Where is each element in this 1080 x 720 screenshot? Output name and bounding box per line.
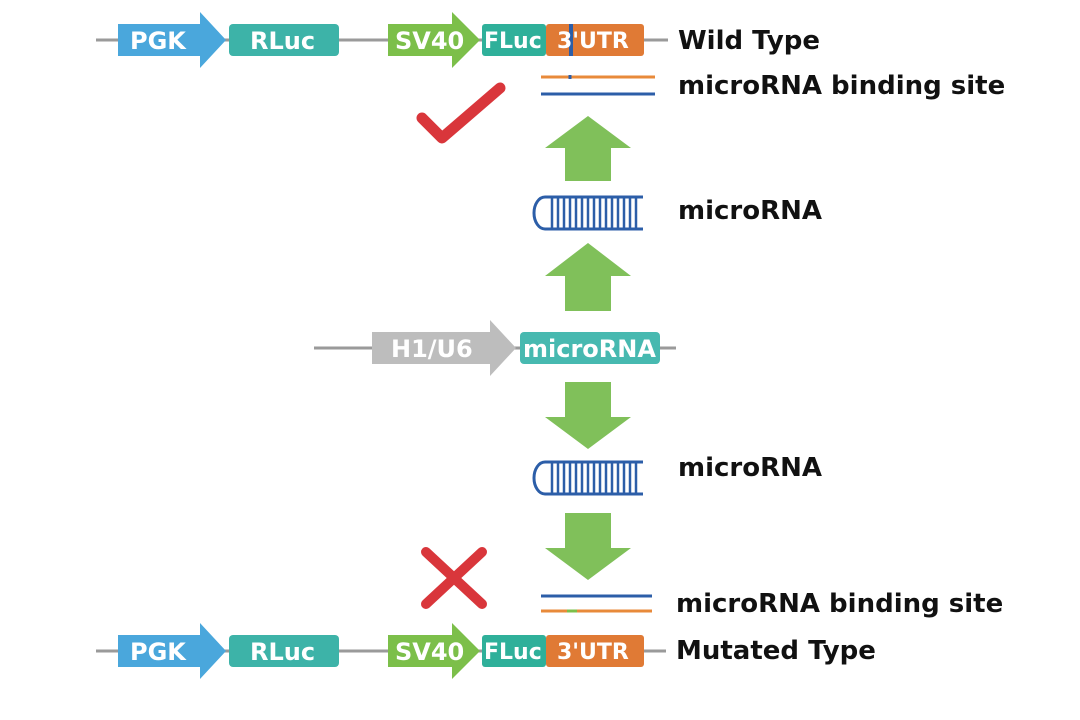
- wild-type-rluc-gene: RLuc: [229, 24, 339, 56]
- binding-site-top: microRNA binding site: [541, 71, 1005, 101]
- utr-binding-mark: [569, 24, 573, 56]
- fluc-label: FLuc: [484, 29, 542, 54]
- pgk-label: PGK: [130, 638, 187, 666]
- mirna-bottom-label: microRNA: [678, 453, 822, 483]
- mutated-type-rluc-gene: RLuc: [229, 635, 339, 667]
- h1-u6-promoter: H1/U6: [372, 320, 516, 376]
- hairpin-bottom-shape: [532, 460, 643, 496]
- expression-cassette: H1/U6 microRNA: [314, 320, 676, 376]
- wild-type-sv40-promoter: SV40: [388, 12, 480, 68]
- mutated-type-label: Mutated Type: [676, 636, 876, 666]
- up-arrow-from-cassette: [545, 243, 631, 311]
- rluc-box: [229, 24, 339, 56]
- check-mark-icon: [416, 82, 506, 144]
- utr-label: 3'UTR: [557, 29, 629, 54]
- utr-label: 3'UTR: [557, 640, 629, 665]
- mutated-type-construct: PGK RLuc SV40 FLuc 3'UTR Mutated Type: [96, 623, 876, 679]
- sv40-arrow-shape: [388, 623, 480, 679]
- binding-site-bottom: microRNA binding site: [541, 589, 1003, 619]
- down-arrow-to-mirna: [545, 382, 631, 449]
- sv40-label: SV40: [395, 638, 464, 666]
- mutated-type-sv40-promoter: SV40: [388, 623, 480, 679]
- wild-type-construct: PGK RLuc SV40 FLuc 3'UTR Wild Type: [96, 12, 820, 68]
- sv40-label: SV40: [395, 27, 464, 55]
- up-arrow-to-binding-site: [545, 116, 631, 181]
- binding-site-top-label: microRNA binding site: [678, 71, 1005, 101]
- fluc-label: FLuc: [484, 640, 542, 665]
- wild-type-label: Wild Type: [678, 26, 820, 56]
- h1-u6-label: H1/U6: [391, 335, 473, 363]
- h1-u6-arrow-shape: [372, 320, 516, 376]
- wild-type-pgk-promoter: PGK: [118, 12, 226, 68]
- hairpin-top-rungs: [550, 197, 638, 229]
- cassette-mirna-gene: microRNA: [520, 332, 660, 364]
- binding-site-bottom-label: microRNA binding site: [676, 589, 1003, 619]
- mirna-hairpin-bottom: microRNA: [532, 453, 822, 496]
- down-arrow-to-binding-site: [545, 513, 631, 580]
- cassette-mirna-label: microRNA: [523, 335, 656, 363]
- pgk-arrow-shape: [118, 12, 226, 68]
- mutated-type-utr: 3'UTR: [546, 635, 644, 667]
- pgk-arrow-shape: [118, 623, 226, 679]
- wild-type-fluc-gene: FLuc: [482, 24, 546, 56]
- mirna-top-label: microRNA: [678, 196, 822, 226]
- mutated-type-fluc-gene: FLuc: [482, 635, 546, 667]
- rluc-label: RLuc: [250, 27, 315, 55]
- sv40-arrow-shape: [388, 12, 480, 68]
- pgk-label: PGK: [130, 27, 187, 55]
- utr-box: [546, 635, 644, 667]
- hairpin-top-shape: [532, 195, 643, 231]
- rluc-box: [229, 635, 339, 667]
- cassette-mirna-box: [520, 332, 660, 364]
- fluc-box: [482, 635, 546, 667]
- wild-type-utr: 3'UTR: [546, 24, 644, 56]
- mutated-type-pgk-promoter: PGK: [118, 623, 226, 679]
- hairpin-bottom-rungs: [550, 462, 638, 494]
- mirna-hairpin-top: microRNA: [532, 195, 822, 231]
- cross-mark-icon: [421, 547, 487, 609]
- rluc-label: RLuc: [250, 638, 315, 666]
- fluc-box: [482, 24, 546, 56]
